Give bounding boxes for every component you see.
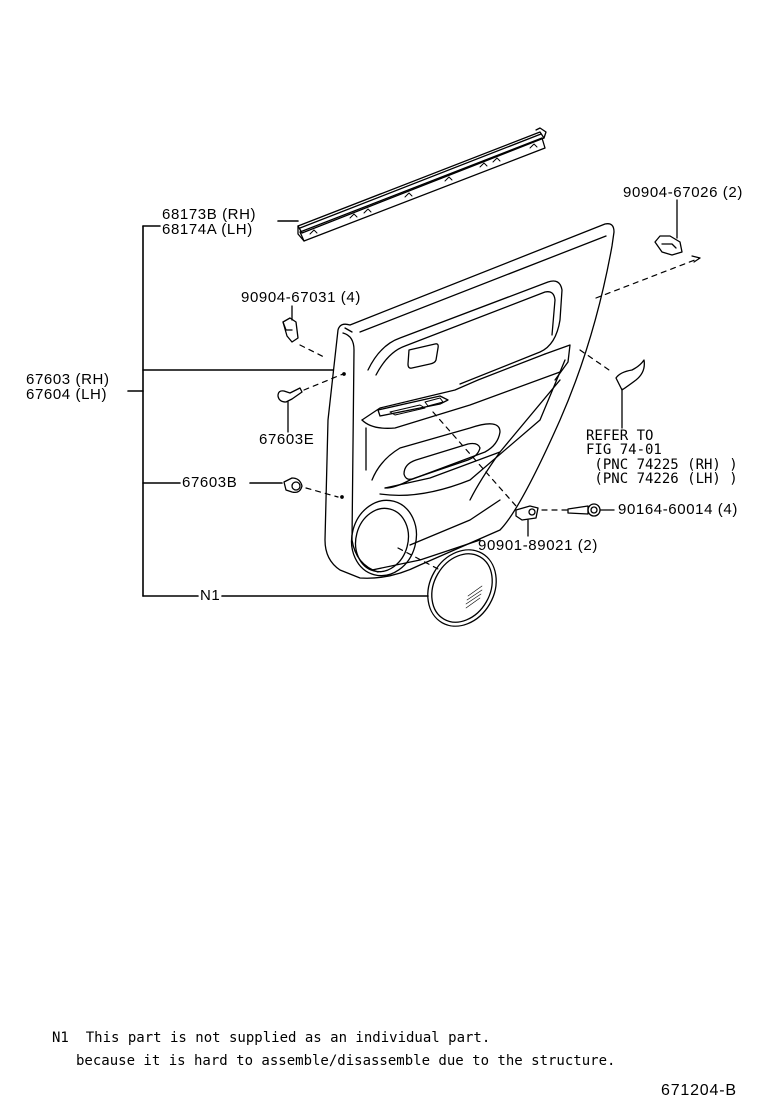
label-door-trim-rh: 67603 (RH): [26, 371, 110, 388]
label-clip-90904-67031: 90904-67031 (4): [241, 289, 361, 306]
footnote-line-2: because it is hard to assemble/disassemb…: [76, 1053, 616, 1069]
nut-clip-90901-89021: [515, 505, 539, 537]
label-clip-67603B: 67603B: [182, 474, 238, 491]
label-refer-pnc-rh: (PNC 74225 (RH) ): [586, 457, 738, 473]
label-refer-to: REFER TO: [586, 428, 654, 444]
speaker-grille-part: [427, 549, 497, 627]
label-weatherstrip-lh: 68174A (LH): [162, 221, 253, 238]
weatherstrip-part: [297, 127, 547, 242]
leader-bracket: [127, 220, 429, 597]
assembly-dashed-lines: [299, 257, 701, 571]
label-screw-90164-60014: 90164-60014 (4): [618, 501, 738, 518]
label-weatherstrip-rh: 68173B (RH): [162, 206, 257, 223]
label-nut-clip-90901-89021: 90901-89021 (2): [478, 537, 598, 554]
figure-number: 671204-B: [661, 1082, 737, 1099]
label-refer-fig: FIG 74-01: [586, 442, 662, 458]
clip-90904-67026: [654, 199, 683, 256]
label-clip-67603E: 67603E: [259, 431, 315, 448]
label-clip-90904-67026: 90904-67026 (2): [623, 184, 743, 201]
footnote-line-1: N1 This part is not supplied as an indiv…: [52, 1030, 491, 1046]
clip-90904-67031: [282, 305, 299, 343]
clip-piece-refer: [615, 359, 645, 429]
screw-90164-60014: [567, 503, 615, 517]
clip-67603B: [283, 477, 303, 494]
clip-67603E: [277, 387, 303, 433]
label-door-trim-lh: 67604 (LH): [26, 386, 108, 403]
label-refer-pnc-lh: (PNC 74226 (LH) ): [586, 471, 738, 487]
door-trim-panel: [324, 223, 615, 579]
label-speaker-grille-n1: N1: [200, 587, 221, 604]
